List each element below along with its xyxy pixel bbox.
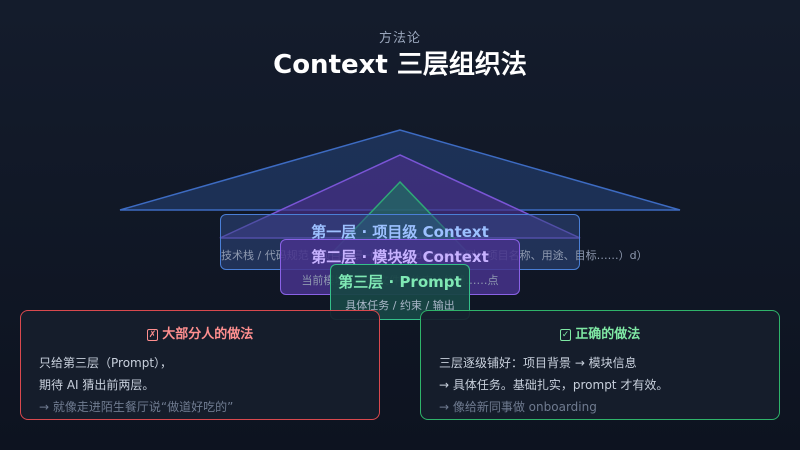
- correct-approach-card: ✓正确的做法 三层逐级铺好：项目背景 → 模块信息 → 具体任务。基础扎实，pr…: [420, 310, 780, 420]
- correct-approach-title: 正确的做法: [575, 327, 641, 342]
- common-approach-note: → 就像走进陌生餐厅说“做道好吃的”: [39, 400, 234, 414]
- check-icon: ✓: [559, 329, 572, 341]
- section-kicker: 方法论: [378, 31, 421, 46]
- correct-approach-header: ✓正确的做法: [439, 323, 761, 342]
- layer-module-title: 第二层 · 模块级 Context: [311, 248, 489, 266]
- correct-approach-line-2: → 具体任务。基础扎实，prompt 才有效。: [439, 378, 669, 392]
- layer-prompt-title: 第三层 · Prompt: [338, 273, 462, 291]
- common-approach-header: ✗大部分人的做法: [39, 323, 361, 342]
- correct-approach-note: → 像给新同事做 onboarding: [439, 400, 597, 414]
- correct-approach-line-1: 三层逐级铺好：项目背景 → 模块信息: [439, 356, 637, 370]
- page-title: Context 三层组织法: [273, 50, 527, 80]
- common-approach-title: 大部分人的做法: [162, 327, 254, 342]
- layer-prompt-desc: 具体任务 / 约束 / 输出: [345, 299, 455, 312]
- common-approach-line-2: 期待 AI 猜出前两层。: [39, 378, 155, 392]
- layer-project-title: 第一层 · 项目级 Context: [311, 223, 489, 241]
- common-approach-line-1: 只给第三层（Prompt），: [39, 356, 173, 370]
- cross-icon: ✗: [146, 329, 159, 341]
- common-approach-card: ✗大部分人的做法 只给第三层（Prompt）， 期待 AI 猜出前两层。 → 就…: [20, 310, 380, 420]
